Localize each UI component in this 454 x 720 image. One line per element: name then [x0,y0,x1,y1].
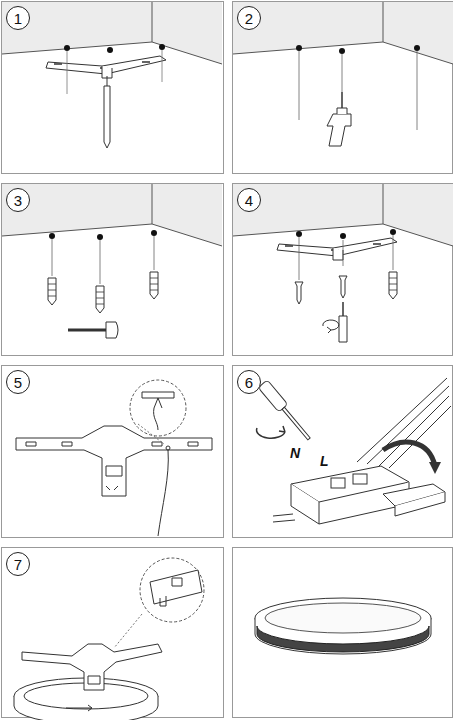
step-number: 1 [14,11,22,26]
step-number-circle: 1 [6,6,30,30]
step-number: 6 [245,375,253,390]
step-number: 2 [245,11,253,26]
step-number-circle: 3 [6,188,30,212]
step-number-circle: 2 [237,6,261,30]
step-number: 4 [245,193,253,208]
step-number-circle: 7 [6,552,30,576]
step-number: 3 [14,193,22,208]
step-number-circle: 6 [237,370,261,394]
step-number-circle: 4 [237,188,261,212]
terminal-letter: N [289,446,301,460]
step-number: 5 [14,375,22,390]
step-number-circle: 5 [6,370,30,394]
step-number: 7 [14,557,22,572]
terminal-letter: L [319,454,330,468]
